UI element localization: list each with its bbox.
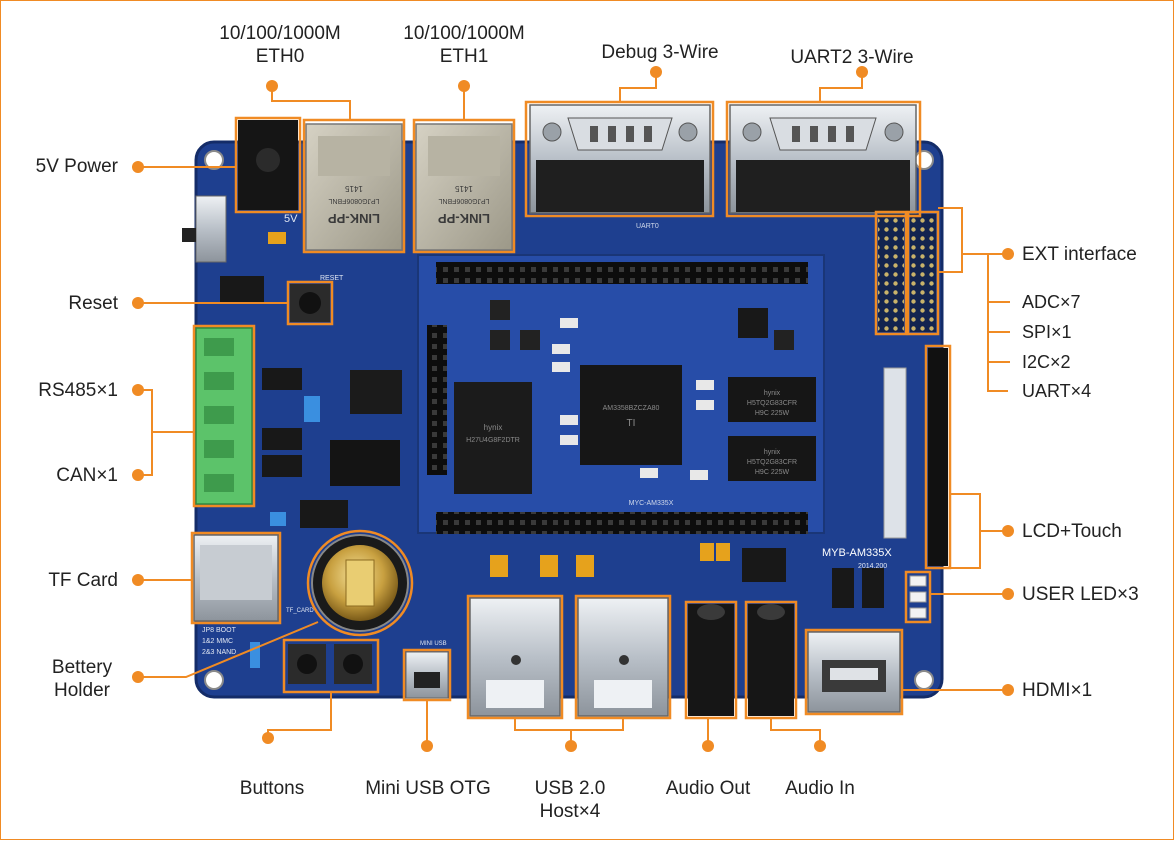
svg-text:H5TQ2G83CFR: H5TQ2G83CFR: [747, 400, 797, 407]
label-buttons: Buttons: [239, 778, 305, 799]
nand-chip: hynix H27U4G8F2DTR: [454, 382, 532, 494]
svg-text:H27U4G8F2DTR: H27U4G8F2DTR: [466, 437, 520, 444]
box-audio-out: [684, 600, 738, 720]
label-uart2: UART2 3-Wire: [790, 47, 914, 68]
svg-text:H9C 225W: H9C 225W: [755, 410, 790, 417]
box-hdmi: [804, 628, 904, 716]
svg-text:TF_CARD: TF_CARD: [286, 608, 314, 614]
svg-text:1415: 1415: [455, 184, 473, 193]
label-user-led: USER LED×3: [1022, 584, 1139, 605]
boot-jumper-silk: JP8 BOOT 1&2 MMC 2&3 NAND: [202, 396, 320, 668]
label-i2c: I2C×2: [1022, 352, 1071, 372]
eth1-jack: LINK-PP LPJG0806FBNL 1415: [415, 123, 513, 251]
board-model-silk: MYB-AM335X: [822, 547, 892, 559]
label-tf-card: TF Card: [48, 570, 118, 591]
svg-text:H5TQ2G83CFR: H5TQ2G83CFR: [747, 459, 797, 466]
label-adc: ADC×7: [1022, 292, 1081, 312]
board-date-silk: 2014.200: [858, 563, 887, 570]
svg-text:1415: 1415: [345, 184, 363, 193]
label-uart: UART×4: [1022, 381, 1092, 401]
label-reset: Reset: [68, 293, 118, 314]
callout-dots: [132, 66, 1014, 752]
hdmi-port: [807, 631, 901, 713]
power-switch: [182, 195, 227, 263]
tf-card-slot: TF_CARD: [193, 534, 314, 622]
debug-db9-connector: [529, 104, 711, 214]
uart0-silk: UART0: [636, 223, 659, 230]
svg-text:AM3358BZCZA80: AM3358BZCZA80: [603, 405, 660, 412]
svg-text:LPJG0806FBNL: LPJG0806FBNL: [328, 197, 379, 204]
svg-text:5V: 5V: [284, 213, 298, 225]
audio-out-jack: [688, 604, 734, 716]
ddr-chip-2: hynix H5TQ2G83CFR H9C 225W: [728, 436, 816, 481]
label-battery-holder: Bettery Holder: [51, 657, 113, 701]
box-battery: [306, 529, 414, 637]
user-buttons-part: [288, 644, 372, 684]
eth0-jack: LINK-PP LPJG0806FBNL 1415: [305, 123, 403, 251]
som-silk: MYC-AM335X: [629, 500, 674, 507]
ext-header-pins: [878, 214, 936, 332]
box-ext1: [874, 210, 908, 336]
svg-text:hynix: hynix: [484, 423, 503, 432]
cpu-chip: AM3358BZCZA80 TI: [580, 365, 682, 465]
svg-text:1&2 MMC: 1&2 MMC: [202, 638, 233, 645]
svg-text:LPJG0806FBNL: LPJG0806FBNL: [438, 197, 489, 204]
audio-in-jack: [748, 604, 794, 716]
battery-holder-part: [311, 534, 409, 632]
user-led-parts: [909, 575, 927, 619]
power-jack: 5V: [238, 120, 298, 225]
label-ext-interface: EXT interface: [1022, 244, 1137, 265]
smd-components: [268, 232, 730, 577]
box-eth0: [302, 118, 406, 254]
svg-text:LINK-PP: LINK-PP: [438, 211, 490, 226]
ddr-chip-1: hynix H5TQ2G83CFR H9C 225W: [728, 377, 816, 422]
label-can: CAN×1: [56, 465, 118, 486]
box-uart2: [725, 100, 922, 218]
misc-chips: [220, 276, 884, 608]
label-usb-host: USB 2.0 Host×4: [534, 778, 606, 822]
label-audio-in: Audio In: [785, 778, 855, 799]
usb-host-ports: [469, 597, 669, 717]
terminal-block: [195, 327, 253, 505]
label-debug: Debug 3-Wire: [601, 42, 719, 63]
label-power: 5V Power: [35, 156, 118, 177]
box-power: [234, 116, 302, 214]
svg-text:hynix: hynix: [764, 390, 781, 397]
svg-text:hynix: hynix: [764, 449, 781, 456]
label-spi: SPI×1: [1022, 322, 1072, 342]
box-led: [904, 570, 932, 624]
svg-text:RESET: RESET: [320, 275, 344, 282]
label-lcd-touch: LCD+Touch: [1022, 521, 1122, 542]
svg-text:JP8 BOOT: JP8 BOOT: [202, 627, 237, 634]
label-eth0: 10/100/1000M ETH0: [219, 23, 341, 67]
label-rs485: RS485×1: [38, 380, 118, 401]
svg-text:2&3 NAND: 2&3 NAND: [202, 649, 236, 656]
callout-boxes: [190, 100, 952, 720]
box-lcd: [924, 344, 952, 570]
leader-lines: [138, 72, 1010, 746]
label-audio-out: Audio Out: [665, 778, 751, 799]
box-terminal: [192, 324, 256, 508]
label-hdmi: HDMI×1: [1022, 680, 1093, 701]
uart2-db9-connector: [729, 104, 917, 214]
lcd-connector-part: [883, 348, 948, 566]
label-mini-usb-otg: Mini USB OTG: [365, 778, 491, 799]
box-tf: [190, 531, 282, 625]
label-eth1: 10/100/1000M ETH1: [403, 23, 525, 67]
svg-text:MINI USB: MINI USB: [420, 641, 447, 647]
mini-usb-port: MINI USB: [405, 641, 449, 699]
svg-text:TI: TI: [627, 418, 636, 429]
reset-button-part: RESET: [290, 275, 344, 322]
svg-text:H9C 225W: H9C 225W: [755, 469, 790, 476]
svg-text:LINK-PP: LINK-PP: [328, 211, 380, 226]
